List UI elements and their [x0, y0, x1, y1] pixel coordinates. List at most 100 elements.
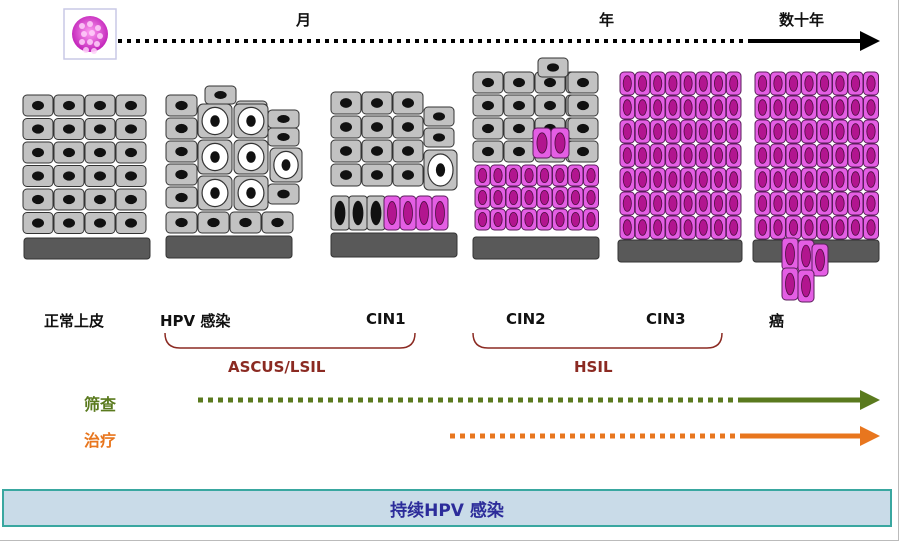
abnormal-cell [695, 143, 712, 168]
normal-cell [567, 94, 599, 117]
abnormal-cell [816, 167, 833, 192]
abnormal-cell [619, 215, 636, 240]
normal-cell [115, 141, 147, 164]
abnormal-cell [725, 167, 742, 192]
abnormal-cell [619, 95, 636, 120]
treatment-label: 治疗 [84, 431, 117, 450]
stage-label-cin3: CIN3 [646, 310, 686, 328]
abnormal-cell [847, 95, 864, 120]
abnormal-cell [665, 143, 681, 168]
abnormal-cell [634, 71, 651, 96]
normal-cell [423, 127, 455, 148]
abnormal-cell [770, 215, 786, 240]
abnormal-cell [801, 215, 817, 240]
abnormal-cell [754, 215, 771, 240]
abnormal-cell [634, 191, 651, 216]
normal-cell [22, 141, 54, 164]
abnormal-cell [832, 71, 848, 96]
abnormal-cell [710, 215, 727, 240]
normal-cell [115, 165, 147, 187]
abnormal-cell [725, 71, 742, 96]
timeline-decades-label: 数十年 [779, 11, 825, 29]
abnormal-cell [567, 208, 584, 231]
abnormal-cell [770, 191, 786, 216]
group-label-low-grade: ASCUS/LSIL [228, 358, 326, 376]
abnormal-cell [863, 143, 879, 168]
normal-cell [84, 188, 116, 211]
normal-cell [197, 211, 230, 234]
abnormal-cell [634, 119, 651, 144]
abnormal-cell [552, 164, 568, 187]
abnormal-cell [680, 143, 696, 168]
abnormal-cell [816, 71, 833, 96]
abnormal-cell [680, 167, 696, 192]
abnormal-cell [680, 95, 696, 120]
stage-label-normal: 正常上皮 [44, 312, 105, 330]
abnormal-cell [634, 95, 651, 120]
abnormal-cell [665, 191, 681, 216]
normal-cell [267, 109, 300, 129]
abnormal-cell [770, 95, 786, 120]
abnormal-cell [583, 164, 599, 187]
stage-label-cancer: 癌 [769, 312, 785, 330]
abnormal-cell [695, 71, 712, 96]
normal-cell [165, 211, 198, 234]
normal-cell [53, 118, 85, 140]
abnormal-cell [801, 71, 817, 96]
normal-cell [567, 117, 599, 140]
basal-cell [348, 195, 368, 231]
abnormal-cell [619, 191, 636, 216]
abnormal-cell [649, 215, 666, 240]
abnormal-cell [505, 186, 522, 209]
normal-cell [392, 91, 424, 115]
abnormal-cell [801, 95, 817, 120]
abnormal-cell [863, 167, 879, 192]
abnormal-cell [665, 215, 681, 240]
virus-particle [87, 39, 93, 45]
virus-particle [79, 23, 85, 29]
normal-cell [22, 212, 54, 234]
normal-cell [267, 127, 300, 147]
normal-cell [503, 117, 535, 140]
abnormal-cell [847, 71, 864, 96]
abnormal-cell [536, 208, 553, 231]
normal-cell [84, 212, 116, 234]
virus-particle [81, 31, 87, 37]
normal-cell [261, 211, 294, 234]
abnormal-cell [550, 127, 570, 159]
abnormal-cell [781, 237, 799, 271]
abnormal-cell [754, 191, 771, 216]
normal-cell [330, 91, 362, 115]
abnormal-cell [816, 191, 833, 216]
virus-particle [91, 48, 97, 54]
basement-membrane [617, 239, 743, 263]
abnormal-cell [552, 208, 568, 231]
normal-cell [22, 94, 54, 117]
abnormal-cell [680, 191, 696, 216]
abnormal-cell [634, 215, 651, 240]
normal-cell [53, 188, 85, 211]
virus-particle [94, 41, 100, 47]
normal-cell [361, 115, 393, 139]
abnormal-cell [863, 191, 879, 216]
abnormal-cell [665, 95, 681, 120]
abnormal-cell [649, 167, 666, 192]
abnormal-cell [847, 143, 864, 168]
abnormal-cell [785, 191, 802, 216]
abnormal-cell [383, 195, 401, 231]
abnormal-cell [490, 164, 506, 187]
stage-label-cin1: CIN1 [366, 310, 406, 328]
normal-cell [165, 186, 198, 209]
abnormal-cell [665, 167, 681, 192]
virus-particle [89, 30, 95, 36]
normal-cell [503, 140, 535, 163]
screening-arrow [198, 390, 880, 410]
virus-particle [83, 47, 89, 53]
abnormal-cell [490, 208, 506, 231]
abnormal-cell [797, 269, 815, 303]
treatment-arrow [450, 426, 880, 446]
normal-cell [53, 141, 85, 164]
abnormal-cell [754, 71, 771, 96]
abnormal-cell [801, 167, 817, 192]
normal-cell [567, 140, 599, 163]
